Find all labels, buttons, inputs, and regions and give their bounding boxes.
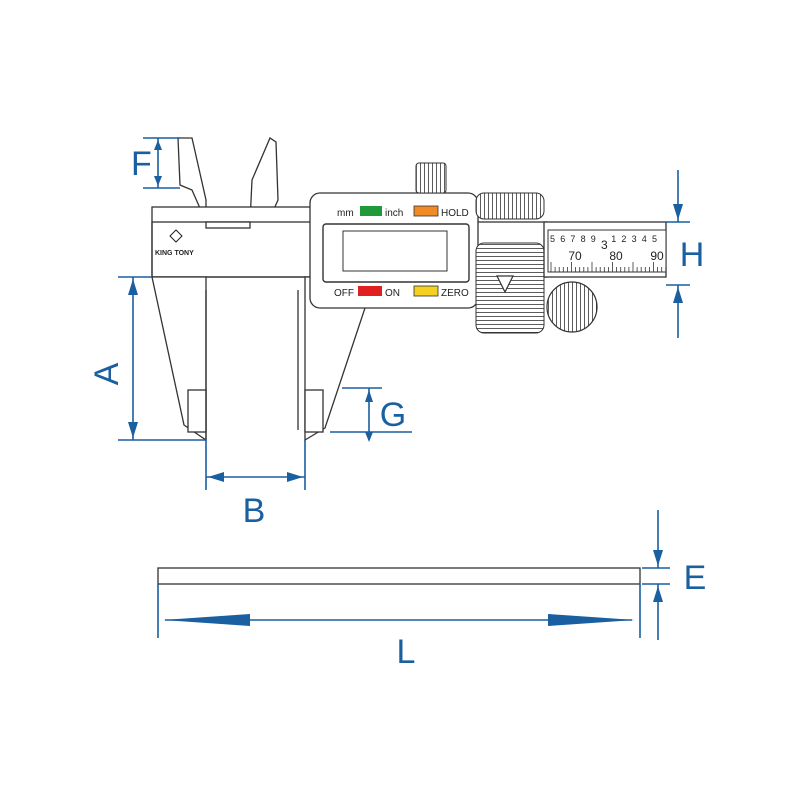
dim-label-g: G (380, 396, 406, 434)
dim-label-l: L (397, 633, 416, 671)
scale-minor-label: 2 (621, 234, 626, 244)
scale-minor-label: 3 (632, 234, 637, 244)
scale-minor-label: 6 (560, 234, 565, 244)
brand-text: KING TONY (155, 250, 194, 257)
caliper-beam-side (157, 567, 641, 585)
hold-label: HOLD (441, 208, 469, 219)
scale-minor-label: 5 (550, 234, 555, 244)
down-arrow-icon (496, 275, 514, 294)
dim-label-f: F (131, 145, 152, 183)
off-label: OFF (334, 288, 354, 299)
display-head (309, 162, 598, 334)
scale-minor-label: 1 (611, 234, 616, 244)
scale-minor-label: 4 (642, 234, 647, 244)
mm-indicator (360, 206, 382, 216)
thumb-knob[interactable] (415, 162, 447, 194)
zero-button[interactable] (413, 285, 439, 297)
inch-indicator[interactable] (413, 205, 439, 217)
unit-mm-label: mm (337, 208, 354, 219)
caliper-body (151, 137, 548, 442)
zero-label: ZERO (441, 288, 469, 299)
fine-adjust-roller[interactable] (546, 281, 598, 333)
scale-minor-label: 9 (591, 234, 596, 244)
scale-major-label: 70 (568, 249, 582, 263)
dim-label-e: E (684, 559, 707, 597)
dim-label-b: B (243, 492, 266, 530)
grip-top[interactable] (475, 192, 545, 220)
scale-major-label: 90 (650, 249, 664, 263)
scale-minor-label: 8 (581, 234, 586, 244)
dim-label-a: A (88, 362, 126, 385)
off-button[interactable] (358, 286, 382, 296)
scale-minor-label: 5 (652, 234, 657, 244)
brand-logo: KING TONY (155, 229, 194, 257)
dim-label-h: H (680, 236, 705, 274)
grip-slider[interactable] (475, 242, 545, 334)
scale-major-label: 80 (609, 249, 623, 263)
on-label: ON (385, 288, 400, 299)
unit-inch-label: inch (385, 208, 403, 219)
scale-minor-label: 3 (601, 238, 608, 252)
scale-minor-label: 7 (570, 234, 575, 244)
